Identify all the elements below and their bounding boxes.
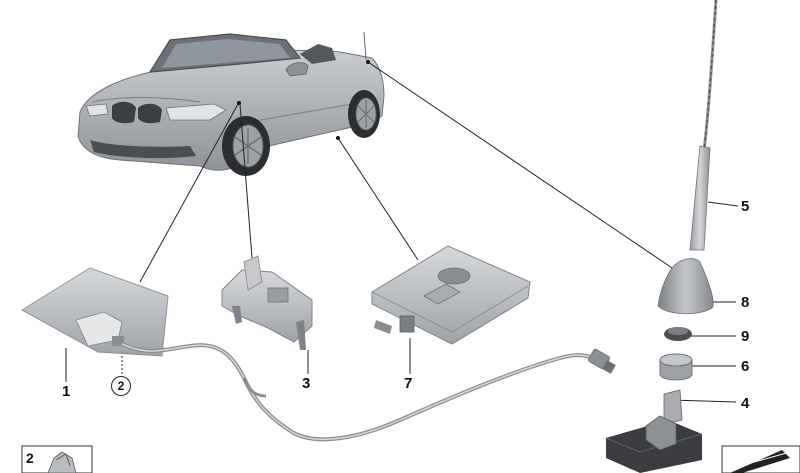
part-3-bracket bbox=[222, 256, 312, 350]
callout-9: 9 bbox=[741, 329, 749, 344]
antenna-cable bbox=[122, 344, 600, 439]
part-7-amplifier bbox=[372, 246, 530, 344]
callout-7: 7 bbox=[404, 376, 412, 391]
callout-1: 1 bbox=[62, 384, 70, 399]
callout-3: 3 bbox=[302, 376, 310, 391]
rod-antenna-assembly bbox=[606, 0, 716, 473]
car-illustration bbox=[78, 32, 384, 176]
cable-connector bbox=[588, 348, 616, 373]
callout-4: 4 bbox=[741, 396, 749, 411]
inset-label: 2 bbox=[26, 451, 34, 465]
callout-6: 6 bbox=[741, 359, 749, 374]
inset-right-graphic bbox=[722, 446, 800, 473]
part-1-antenna-pad bbox=[22, 268, 168, 356]
callout-8: 8 bbox=[741, 295, 749, 310]
callout-5: 5 bbox=[741, 199, 749, 214]
callout-2-circle: 2 bbox=[111, 376, 131, 396]
